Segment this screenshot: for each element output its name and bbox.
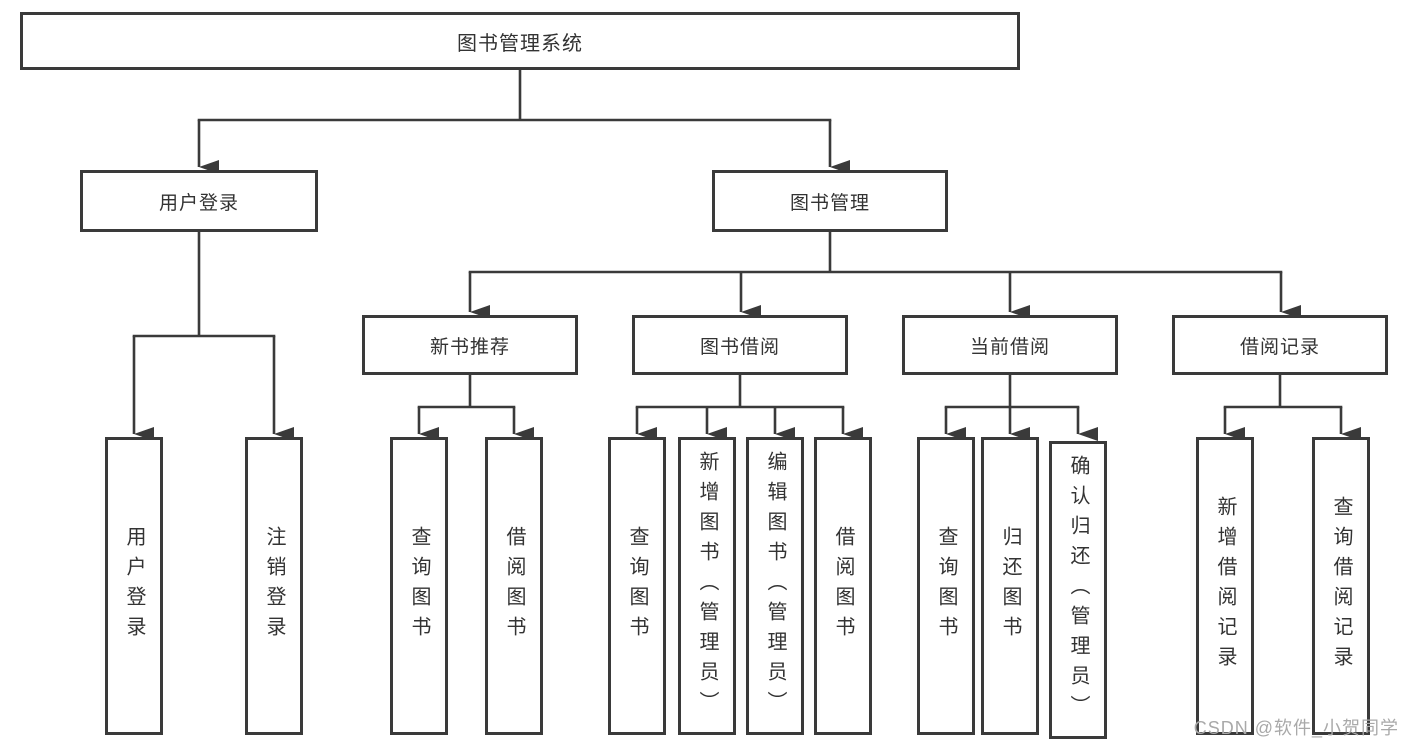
leaf-label: 借阅图书 [503, 526, 525, 646]
leaf-user-login: 用户登录 [105, 437, 163, 735]
leaf-label: 编辑图书（管理员） [764, 451, 786, 721]
leaf-query-books-recommend: 查询图书 [390, 437, 448, 735]
leaf-label: 查询借阅记录 [1330, 496, 1352, 676]
leaf-borrow-books-recommend: 借阅图书 [485, 437, 543, 735]
leaf-label: 借阅图书 [832, 526, 854, 646]
leaf-label: 新增图书（管理员） [696, 451, 718, 721]
node-book-management: 图书管理 [712, 170, 948, 232]
csdn-watermark: CSDN @软件_小贺同学 [1193, 718, 1399, 738]
leaf-confirm-return-admin: 确认归还（管理员） [1049, 441, 1107, 739]
leaf-label: 用户登录 [123, 526, 145, 646]
leaf-query-books-current: 查询图书 [917, 437, 975, 735]
leaf-logout-login: 注销登录 [245, 437, 303, 735]
node-book-borrow: 图书借阅 [632, 315, 848, 375]
leaf-label: 新增借阅记录 [1214, 496, 1236, 676]
leaf-borrow-books: 借阅图书 [814, 437, 872, 735]
leaf-label: 归还图书 [999, 526, 1021, 646]
node-new-book-recommend: 新书推荐 [362, 315, 578, 375]
leaf-label: 注销登录 [263, 526, 285, 646]
node-borrow-records: 借阅记录 [1172, 315, 1388, 375]
leaf-label: 查询图书 [935, 526, 957, 646]
leaf-return-books: 归还图书 [981, 437, 1039, 735]
root-node-library-management-system: 图书管理系统 [20, 12, 1020, 70]
node-user-login: 用户登录 [80, 170, 318, 232]
leaf-edit-books-admin: 编辑图书（管理员） [746, 437, 804, 735]
leaf-query-books-borrow: 查询图书 [608, 437, 666, 735]
leaf-add-borrow-record: 新增借阅记录 [1196, 437, 1254, 735]
leaf-label: 确认归还（管理员） [1067, 455, 1089, 725]
node-current-borrow: 当前借阅 [902, 315, 1118, 375]
leaf-label: 查询图书 [408, 526, 430, 646]
leaf-label: 查询图书 [626, 526, 648, 646]
leaf-query-borrow-record: 查询借阅记录 [1312, 437, 1370, 735]
leaf-add-books-admin: 新增图书（管理员） [678, 437, 736, 735]
